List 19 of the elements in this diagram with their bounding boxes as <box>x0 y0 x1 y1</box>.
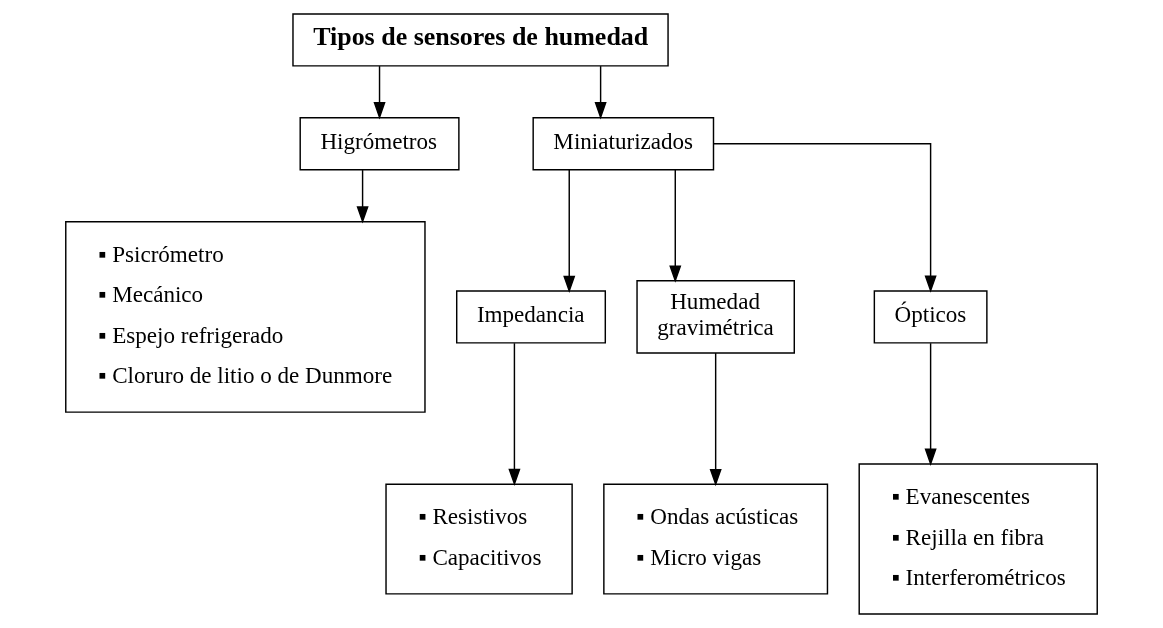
node-box: ▪ Resistivos ▪ Capacitivos <box>385 483 573 595</box>
arrow <box>709 352 722 487</box>
arrow <box>594 65 607 120</box>
arrow <box>563 169 576 294</box>
node-box: Miniaturizados <box>532 117 715 171</box>
node-box: Higrómetros <box>299 117 460 171</box>
arrow <box>356 169 369 224</box>
node-box: ▪ Psicrómetro ▪ Mecánico ▪ Espejo refrigerado ▪ Cloruro de litio o de Dunmore <box>65 220 426 413</box>
arrow <box>373 65 386 120</box>
node-box: Tipos de sensores de humedad <box>292 13 669 67</box>
arrow <box>924 342 937 466</box>
arrow <box>508 342 521 487</box>
arrow <box>669 169 682 283</box>
node-box: ▪ Evanescentes ▪ Rejilla en fibra ▪ Interferométricos <box>858 463 1098 615</box>
node-box: Humedad gravimétrica <box>636 280 795 354</box>
node-box: ▪ Ondas acústicas ▪ Micro vigas <box>603 483 829 595</box>
arrow <box>713 143 937 293</box>
node-box: Impedancia <box>456 290 606 344</box>
node-box: Ópticos <box>873 290 988 344</box>
